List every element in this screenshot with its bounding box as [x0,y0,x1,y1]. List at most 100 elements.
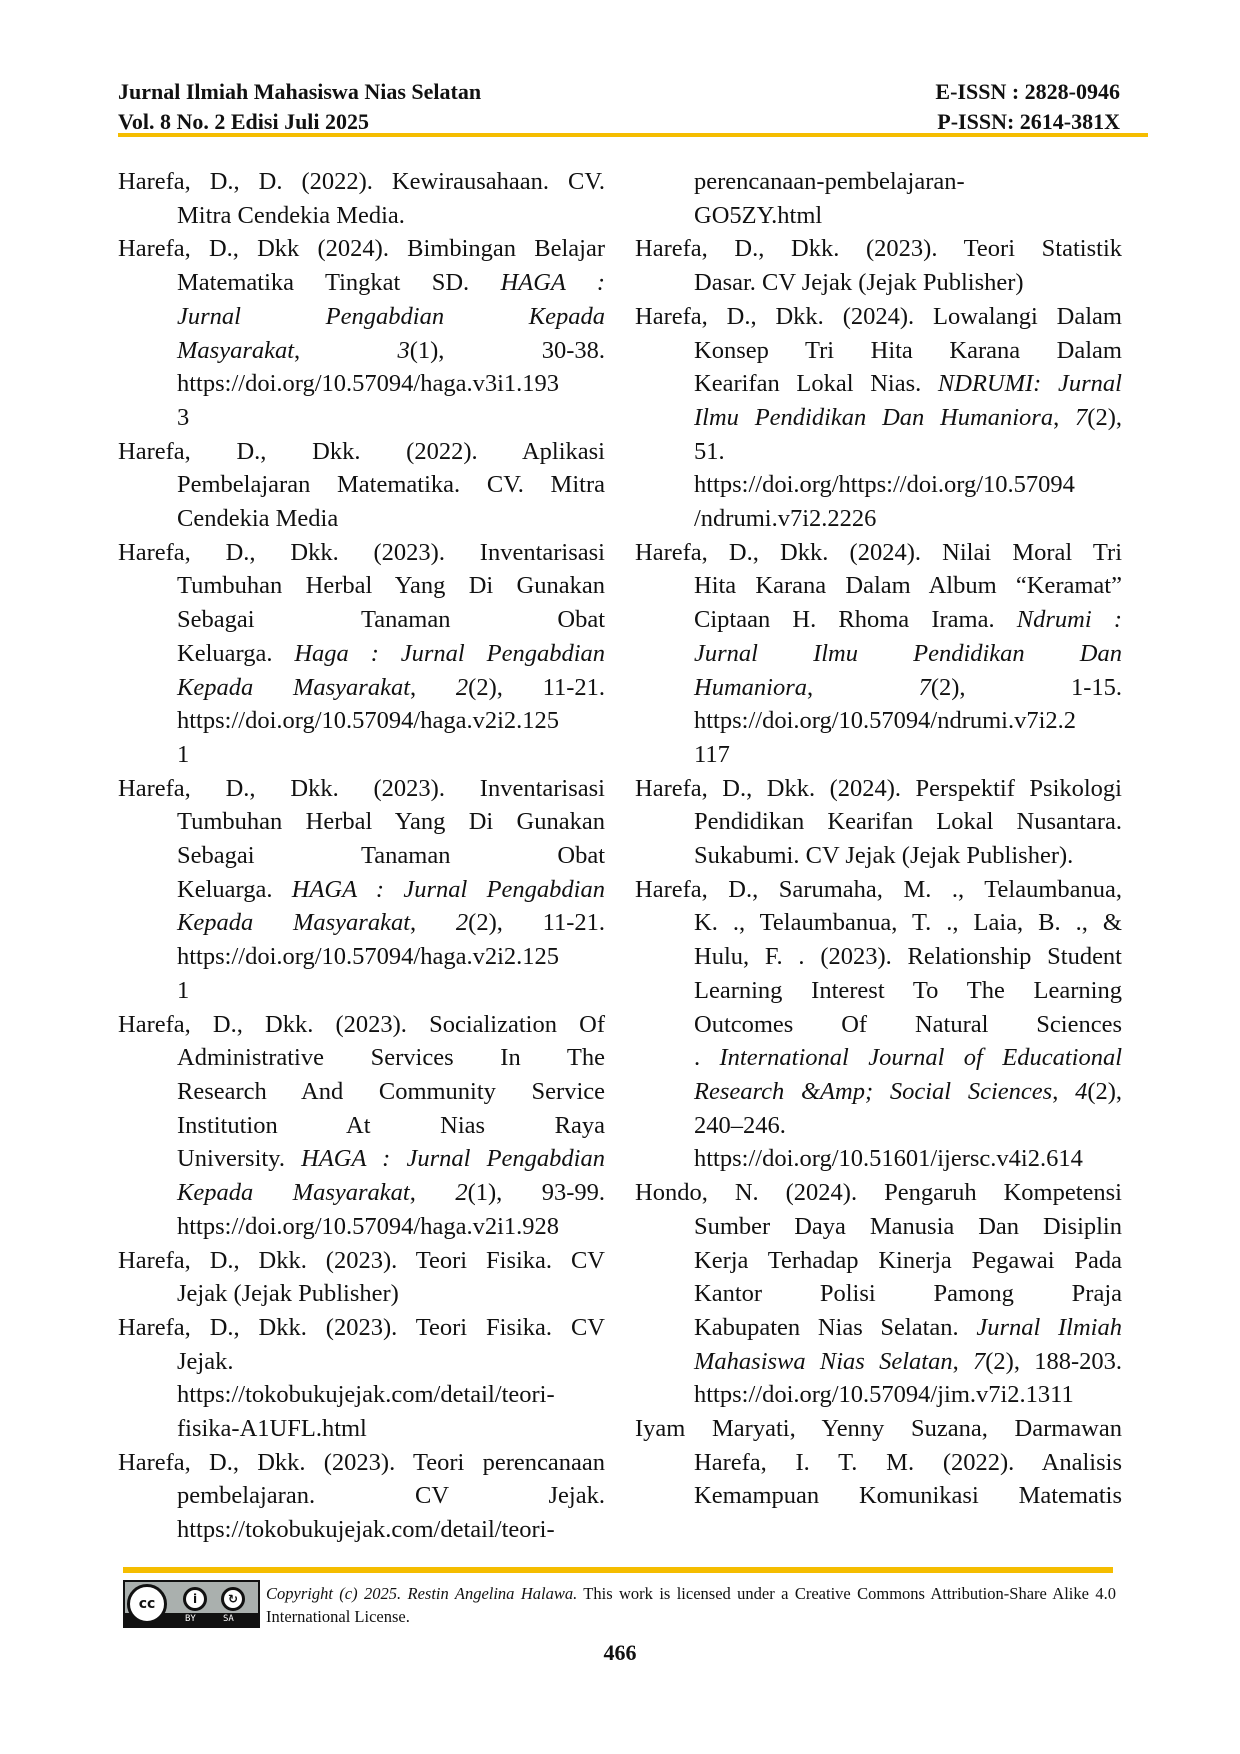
reference-text: University. [177,1145,302,1173]
reference-text: 240–246. [694,1111,786,1139]
reference-text: 1 [177,976,190,1004]
reference-text: Kantor Polisi Pamong Praja [694,1280,1122,1308]
reference-line: Harefa, D., Dkk. (2023). Teori Statistik [635,232,1122,266]
reference-text: /ndrumi.v7i2.2226 [694,505,877,533]
reference-text: Tumbuhan Herbal Yang Di Gunakan [177,572,605,600]
reference-text: https://tokobukujejak.com/detail/teori- [177,1381,555,1409]
reference-text: https://doi.org/10.57094/haga.v2i1.928 [177,1212,560,1240]
reference-line: Harefa, I. T. M. (2022). Analisis [635,1446,1122,1480]
reference-text: 3 [177,403,190,431]
reference-line: Mahasiswa Nias Selatan, 7(2), 188-203. [635,1345,1122,1379]
reference-line: Administrative Services In The [118,1041,605,1075]
reference-text: Kerja Terhadap Kinerja Pegawai Pada [694,1246,1122,1274]
reference-text: (2), 1-15. [930,673,1122,701]
reference-text: Kemampuan Komunikasi Matematis [694,1482,1122,1510]
journal-issue: Vol. 8 No. 2 Edisi Juli 2025 [118,109,370,134]
reference-line: 1 [118,738,605,772]
reference-text: Harefa, D., Sarumaha, M. ., Telaumbanua, [635,875,1122,903]
reference-italic-text: Ilmu Pendidikan Dan Humaniora [694,403,1054,431]
reference-line: Harefa, D., Dkk. (2024). Nilai Moral Tri [635,536,1122,570]
reference-line: Kepada Masyarakat, 2(2), 11-21. [118,906,605,940]
reference-entry: Harefa, D., Dkk. (2024). Perspektif Psik… [635,772,1122,873]
reference-text: Institution At Nias Raya [177,1111,605,1139]
reference-italic-text: 2 [455,909,469,937]
reference-text: Hondo, N. (2024). Pengaruh Kompetensi [635,1179,1122,1207]
reference-text: Sebagai Tanaman Obat [177,842,605,870]
reference-italic-text: Jurnal Ilmu Pendidikan Dan [694,639,1122,667]
reference-italic-text: Research &Amp; Social Sciences [694,1077,1053,1105]
reference-line: Sumber Daya Manusia Dan Disiplin [635,1210,1122,1244]
reference-line: Humaniora, 7(2), 1-15. [635,671,1122,705]
reference-line: Research &Amp; Social Sciences, 4(2), [635,1075,1122,1109]
reference-text: Pembelajaran Matematika. CV. Mitra [177,471,605,499]
reference-text: , [952,1347,973,1375]
reference-text: Hulu, F. . (2023). Relationship Student [694,943,1122,971]
reference-text: Sebagai Tanaman Obat [177,606,605,634]
reference-line: Kearifan Lokal Nias. NDRUMI: Jurnal [635,367,1122,401]
reference-text: https://doi.org/10.57094/ndrumi.v7i2.2 [694,707,1077,735]
reference-line: Pendidikan Kearifan Lokal Nusantara. [635,805,1122,839]
reference-line: 240–246. [635,1109,1122,1143]
reference-italic-text: Mahasiswa Nias Selatan [694,1347,953,1375]
reference-text: Harefa, D., Dkk. (2022). Aplikasi [118,437,605,465]
reference-line: Keluarga. Haga : Jurnal Pengabdian [118,637,605,671]
reference-text: , [1052,1077,1076,1105]
reference-text: Outcomes Of Natural Sciences [694,1010,1122,1038]
reference-italic-text: 7 [973,1347,986,1375]
reference-line: https://doi.org/10.57094/haga.v2i1.928 [118,1210,605,1244]
reference-text: Pendidikan Kearifan Lokal Nusantara. [694,808,1122,836]
reference-text: Hita Karana Dalam Album “Keramat” [694,572,1122,600]
license-text[interactable]: This work is licensed under a Creative C… [266,1584,1116,1626]
reference-line: Hondo, N. (2024). Pengaruh Kompetensi [635,1176,1122,1210]
sa-label: SA [223,1614,234,1624]
reference-text: K. ., Telaumbanua, T. ., Laia, B. ., & [694,909,1122,937]
reference-text: (2), 11-21. [468,909,605,937]
reference-text: Administrative Services In The [177,1044,605,1072]
copyright-holder: Copyright (c) 2025. Restin Angelina Hala… [266,1584,578,1603]
reference-line: Jejak. [118,1345,605,1379]
reference-line: Harefa, D., Dkk (2024). Bimbingan Belaja… [118,232,605,266]
reference-text: Kearifan Lokal Nias. [694,370,938,398]
reference-text: (2), [1087,403,1122,431]
cc-by-sa-icon[interactable]: cc i ↻ BY SA [123,1580,260,1628]
reference-line: Iyam Maryati, Yenny Suzana, Darmawan [635,1412,1122,1446]
references-column-left: Harefa, D., D. (2022). Kewirausahaan. CV… [118,165,605,1547]
reference-text: Konsep Tri Hita Karana Dalam [694,336,1122,364]
reference-line: /ndrumi.v7i2.2226 [635,502,1122,536]
reference-italic-text: HAGA : Jurnal Pengabdian [301,1145,605,1173]
reference-text: pembelajaran. CV Jejak. [177,1482,605,1510]
reference-line: Kerja Terhadap Kinerja Pegawai Pada [635,1244,1122,1278]
reference-line: Tumbuhan Herbal Yang Di Gunakan [118,569,605,603]
reference-line: Ciptaan H. Rhoma Irama. Ndrumi : [635,603,1122,637]
reference-italic-text: 2 [455,1179,468,1207]
reference-entry: perencanaan-pembelajaran-GO5ZY.html [635,165,1122,232]
reference-text: Harefa, D., Dkk. (2023). Socialization O… [118,1010,605,1038]
page-number: 466 [603,1640,637,1665]
reference-line: Outcomes Of Natural Sciences [635,1008,1122,1042]
reference-line: K. ., Telaumbanua, T. ., Laia, B. ., & [635,906,1122,940]
reference-italic-text: Kepada Masyarakat [177,1179,410,1207]
reference-text: Jejak. [177,1347,234,1375]
header-divider [118,133,1148,137]
reference-text: Harefa, D., Dkk. (2023). Teori Statistik [635,235,1122,263]
reference-text: Harefa, D., Dkk. (2023). Teori Fisika. C… [118,1313,605,1341]
reference-text: (2), [1087,1077,1123,1105]
reference-italic-text: Jurnal Pengabdian Kepada [177,302,605,330]
reference-entry: Harefa, D., Dkk. (2024). Nilai Moral Tri… [635,536,1122,772]
reference-text: Jejak (Jejak Publisher) [177,1280,399,1308]
reference-text: Dasar. CV Jejak (Jejak Publisher) [694,269,1024,297]
reference-line: . International Journal of Educational [635,1041,1122,1075]
reference-line: Harefa, D., Dkk. (2023). Inventarisasi [118,772,605,806]
share-alike-icon: ↻ [221,1587,245,1611]
reference-text: , [1053,403,1076,431]
reference-text: Sukabumi. CV Jejak (Jejak Publisher). [694,842,1074,870]
reference-line: Keluarga. HAGA : Jurnal Pengabdian [118,873,605,907]
reference-text: GO5ZY.html [694,201,823,229]
reference-line: Hita Karana Dalam Album “Keramat” [635,569,1122,603]
reference-text: Mitra Cendekia Media. [177,201,405,229]
reference-line: Kabupaten Nias Selatan. Jurnal Ilmiah [635,1311,1122,1345]
reference-text: Harefa, I. T. M. (2022). Analisis [694,1448,1122,1476]
